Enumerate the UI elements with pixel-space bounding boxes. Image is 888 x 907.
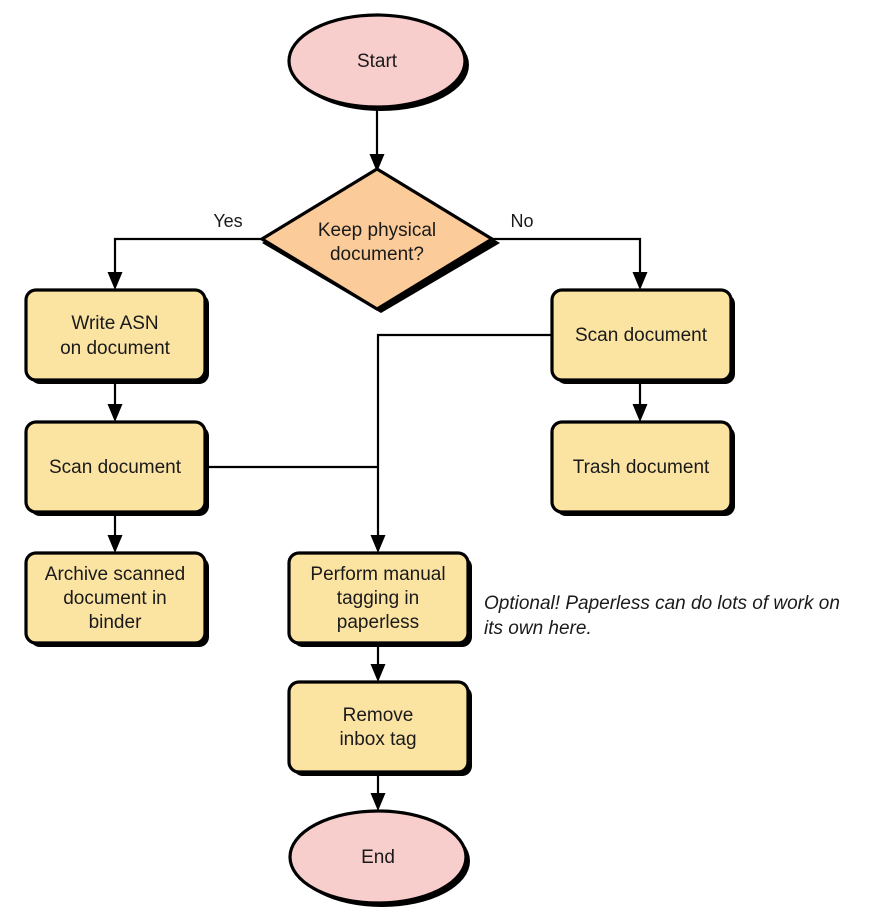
node-scan-document-left[interactable]: Scan document [24,420,209,516]
node-archive-binder[interactable]: Archive scanned document in binder [24,551,209,647]
node-trash-document[interactable]: Trash document [550,420,735,516]
node-label-remove-inbox-line2: inbox tag [339,729,416,750]
edge-write-asn-to-scan-left [107,380,123,422]
node-label-end: End [361,847,395,868]
edge-start-to-decision [369,107,385,172]
node-label-write-asn-line2: on document [60,338,171,359]
edge-scan-right-to-trash [632,380,648,422]
node-layer: Start Keep physical document? Write ASN … [24,13,735,907]
arrowhead [369,154,385,172]
optional-note-line1: Optional! Paperless can do lots of work … [484,593,840,614]
node-label-keep-physical-line2: document? [330,244,424,265]
edge-line [492,237,642,278]
process-rect [287,551,470,645]
edge-label-yes: Yes [213,211,242,231]
node-label-trash-document: Trash document [573,457,710,478]
node-label-archive-line3: binder [89,612,142,633]
node-label-archive-line1: Archive scanned [45,564,185,585]
node-remove-inbox-tag[interactable]: Remove inbox tag [287,680,472,776]
edge-line [113,237,262,278]
node-start[interactable]: Start [287,13,469,111]
arrowhead [107,404,123,422]
node-label-manual-tagging-line1: Perform manual [310,564,445,585]
arrowhead [107,535,123,553]
node-label-remove-inbox-line1: Remove [343,705,414,726]
start-ellipse [287,13,467,109]
node-label-scan-document-left: Scan document [49,457,182,478]
process-rect [550,420,733,514]
edge-manual-tagging-to-remove-inbox [370,643,386,682]
process-rect [550,288,733,382]
edge-remove-inbox-to-end [370,772,386,811]
node-label-write-asn-line1: Write ASN [71,313,158,334]
node-label-keep-physical-line1: Keep physical [318,220,436,241]
annotation-optional-note: Optional! Paperless can do lots of work … [484,593,840,639]
node-label-manual-tagging-line3: paperless [337,612,419,633]
edge-label-no: No [510,211,533,231]
node-keep-physical-document[interactable]: Keep physical document? [260,167,500,313]
edge-decision-to-write-asn: Yes [107,211,262,290]
node-label-manual-tagging-line2: tagging in [337,588,419,609]
process-rect [287,680,470,774]
arrowhead [370,664,386,682]
edge-decision-to-scan-right: No [492,211,648,290]
process-rect [24,551,207,645]
arrowhead [370,793,386,811]
process-rect [24,288,207,382]
node-end[interactable]: End [288,809,470,907]
arrowhead [632,404,648,422]
arrowhead [632,272,648,290]
node-manual-tagging[interactable]: Perform manual tagging in paperless [287,551,472,647]
optional-note-line2: its own here. [484,618,592,639]
edge-line [376,333,552,541]
edge-scan-right-to-manual-tagging [370,333,552,553]
node-label-scan-document-right: Scan document [575,325,708,346]
end-ellipse [288,809,468,905]
process-rect [24,420,207,514]
decision-diamond [260,167,494,311]
node-write-asn[interactable]: Write ASN on document [24,288,209,384]
arrowhead [107,272,123,290]
node-label-start: Start [357,51,398,72]
node-scan-document-right[interactable]: Scan document [550,288,735,384]
edge-scan-left-to-archive [107,512,123,553]
node-label-archive-line2: document in [63,588,167,609]
arrowhead [370,535,386,553]
edge-layer: Yes No [107,107,648,811]
